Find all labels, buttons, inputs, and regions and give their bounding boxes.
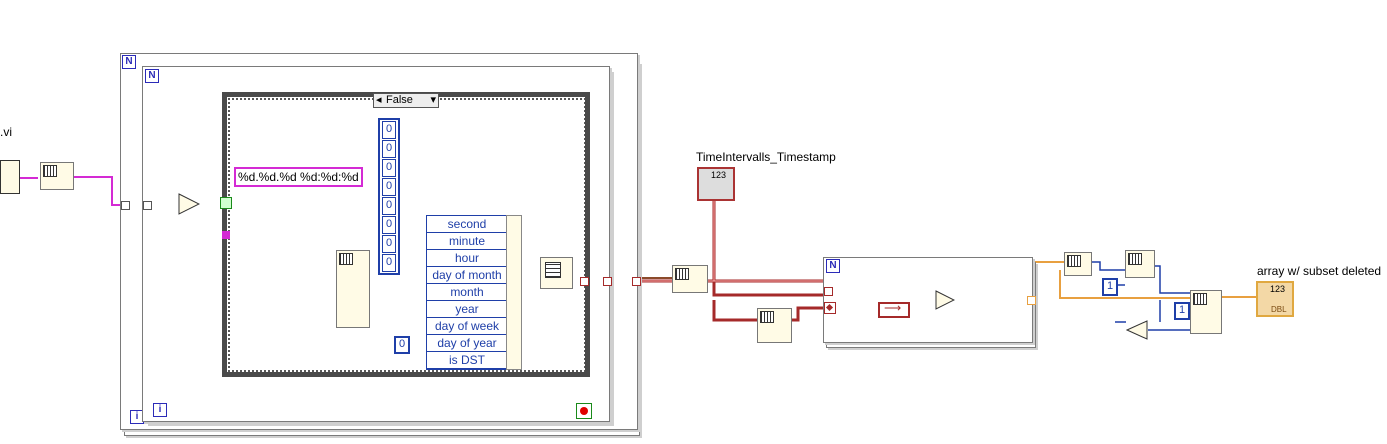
right-loop-tunnel-in — [824, 287, 833, 296]
to-double-node[interactable]: ⟶ — [878, 301, 910, 318]
triangle-icon — [178, 193, 200, 215]
cluster-field: is DST — [427, 352, 507, 369]
grid-icon — [1067, 255, 1081, 267]
left-vi-label: .vi — [0, 125, 12, 139]
cluster-field: month — [427, 284, 507, 301]
format-string-constant[interactable]: %d.%d.%d %d:%d:%d — [234, 167, 363, 187]
array-constant[interactable]: 0 0 0 0 0 0 0 0 — [378, 118, 400, 275]
subtract-node[interactable] — [935, 290, 955, 310]
inner-loop-index-tag: i — [153, 403, 167, 417]
calendar-icon — [545, 262, 561, 278]
delete-from-array-node[interactable] — [1190, 290, 1222, 334]
time-cluster-constant[interactable]: second minute hour day of month month ye… — [426, 215, 508, 370]
indicator-right-label: array w/ subset deleted — [1257, 264, 1382, 278]
array-element: 0 — [382, 159, 396, 177]
index-array-node[interactable] — [1125, 250, 1155, 278]
grid-icon — [1128, 253, 1142, 265]
build-array-node-1[interactable] — [40, 162, 74, 190]
scan-from-string-node[interactable] — [336, 250, 370, 328]
date-time-to-seconds-node[interactable] — [540, 257, 573, 289]
array-element: 0 — [382, 254, 396, 272]
right-loop-tunnel-out — [1027, 296, 1036, 305]
right-loop-shift-register — [824, 302, 836, 314]
stop-icon — [580, 407, 588, 415]
indicator-right-type: DBL — [1271, 305, 1287, 314]
grid-icon — [675, 268, 689, 280]
array-subset-deleted-indicator[interactable]: 123 DBL — [1256, 281, 1294, 317]
left-subvi[interactable] — [0, 160, 20, 194]
tunnel-5 — [632, 277, 641, 286]
array-subset-node[interactable] — [1064, 252, 1092, 276]
cluster-field: second — [427, 216, 507, 233]
array-element: 0 — [382, 216, 396, 234]
case-selector-label: False — [386, 94, 413, 106]
grid-icon — [760, 311, 774, 323]
selector-dropdown-icon: ▾ — [430, 94, 436, 106]
arrow-right-icon: ⟶ — [884, 301, 902, 315]
tunnel-3 — [580, 277, 589, 286]
decrement-node[interactable] — [1126, 320, 1148, 340]
tunnel-1 — [121, 201, 130, 210]
cluster-field: day of month — [427, 267, 507, 284]
scan-icon — [339, 253, 353, 265]
bundle-node[interactable] — [506, 215, 522, 370]
selector-terminal — [220, 197, 232, 209]
array-size-node[interactable] — [757, 308, 792, 343]
right-loop-count-tag: N — [826, 259, 840, 273]
grid-icon — [43, 165, 57, 177]
const-one-b[interactable]: 1 — [1174, 302, 1190, 320]
indicator-top-label: TimeIntervalls_Timestamp — [696, 150, 836, 164]
compare-node[interactable] — [178, 193, 200, 215]
indicator-top-text: 123 — [711, 170, 727, 180]
cluster-field: day of week — [427, 318, 507, 335]
grid-icon — [1193, 293, 1207, 305]
inner-loop-count-tag: N — [145, 69, 159, 83]
triangle-icon — [1126, 320, 1148, 340]
outer-loop-count-tag: N — [122, 55, 136, 69]
case-structure[interactable] — [222, 92, 590, 377]
triangle-icon — [935, 290, 955, 310]
cluster-field: day of year — [427, 335, 507, 352]
case-tunnel — [222, 231, 230, 239]
tunnel-2 — [143, 201, 152, 210]
cluster-field: year — [427, 301, 507, 318]
timeintervalls-timestamp-indicator[interactable]: 123 — [697, 167, 735, 201]
tunnel-4 — [603, 277, 612, 286]
case-selector[interactable]: ◂ False ▾ — [373, 93, 439, 108]
indicator-right-text: 123 — [1270, 284, 1286, 294]
right-for-loop[interactable] — [823, 257, 1033, 343]
diamond-icon — [825, 303, 834, 312]
array-element: 0 — [382, 197, 396, 215]
build-array-node-2[interactable] — [672, 265, 708, 293]
stop-terminal[interactable] — [576, 403, 592, 419]
array-element: 0 — [382, 235, 396, 253]
array-element: 0 — [382, 140, 396, 158]
cluster-field: hour — [427, 250, 507, 267]
dst-constant[interactable]: 0 — [394, 336, 410, 354]
array-element: 0 — [382, 178, 396, 196]
selector-left-arrow-icon: ◂ — [376, 94, 382, 106]
cluster-field: minute — [427, 233, 507, 250]
const-one-a[interactable]: 1 — [1102, 278, 1118, 296]
array-element: 0 — [382, 121, 396, 139]
